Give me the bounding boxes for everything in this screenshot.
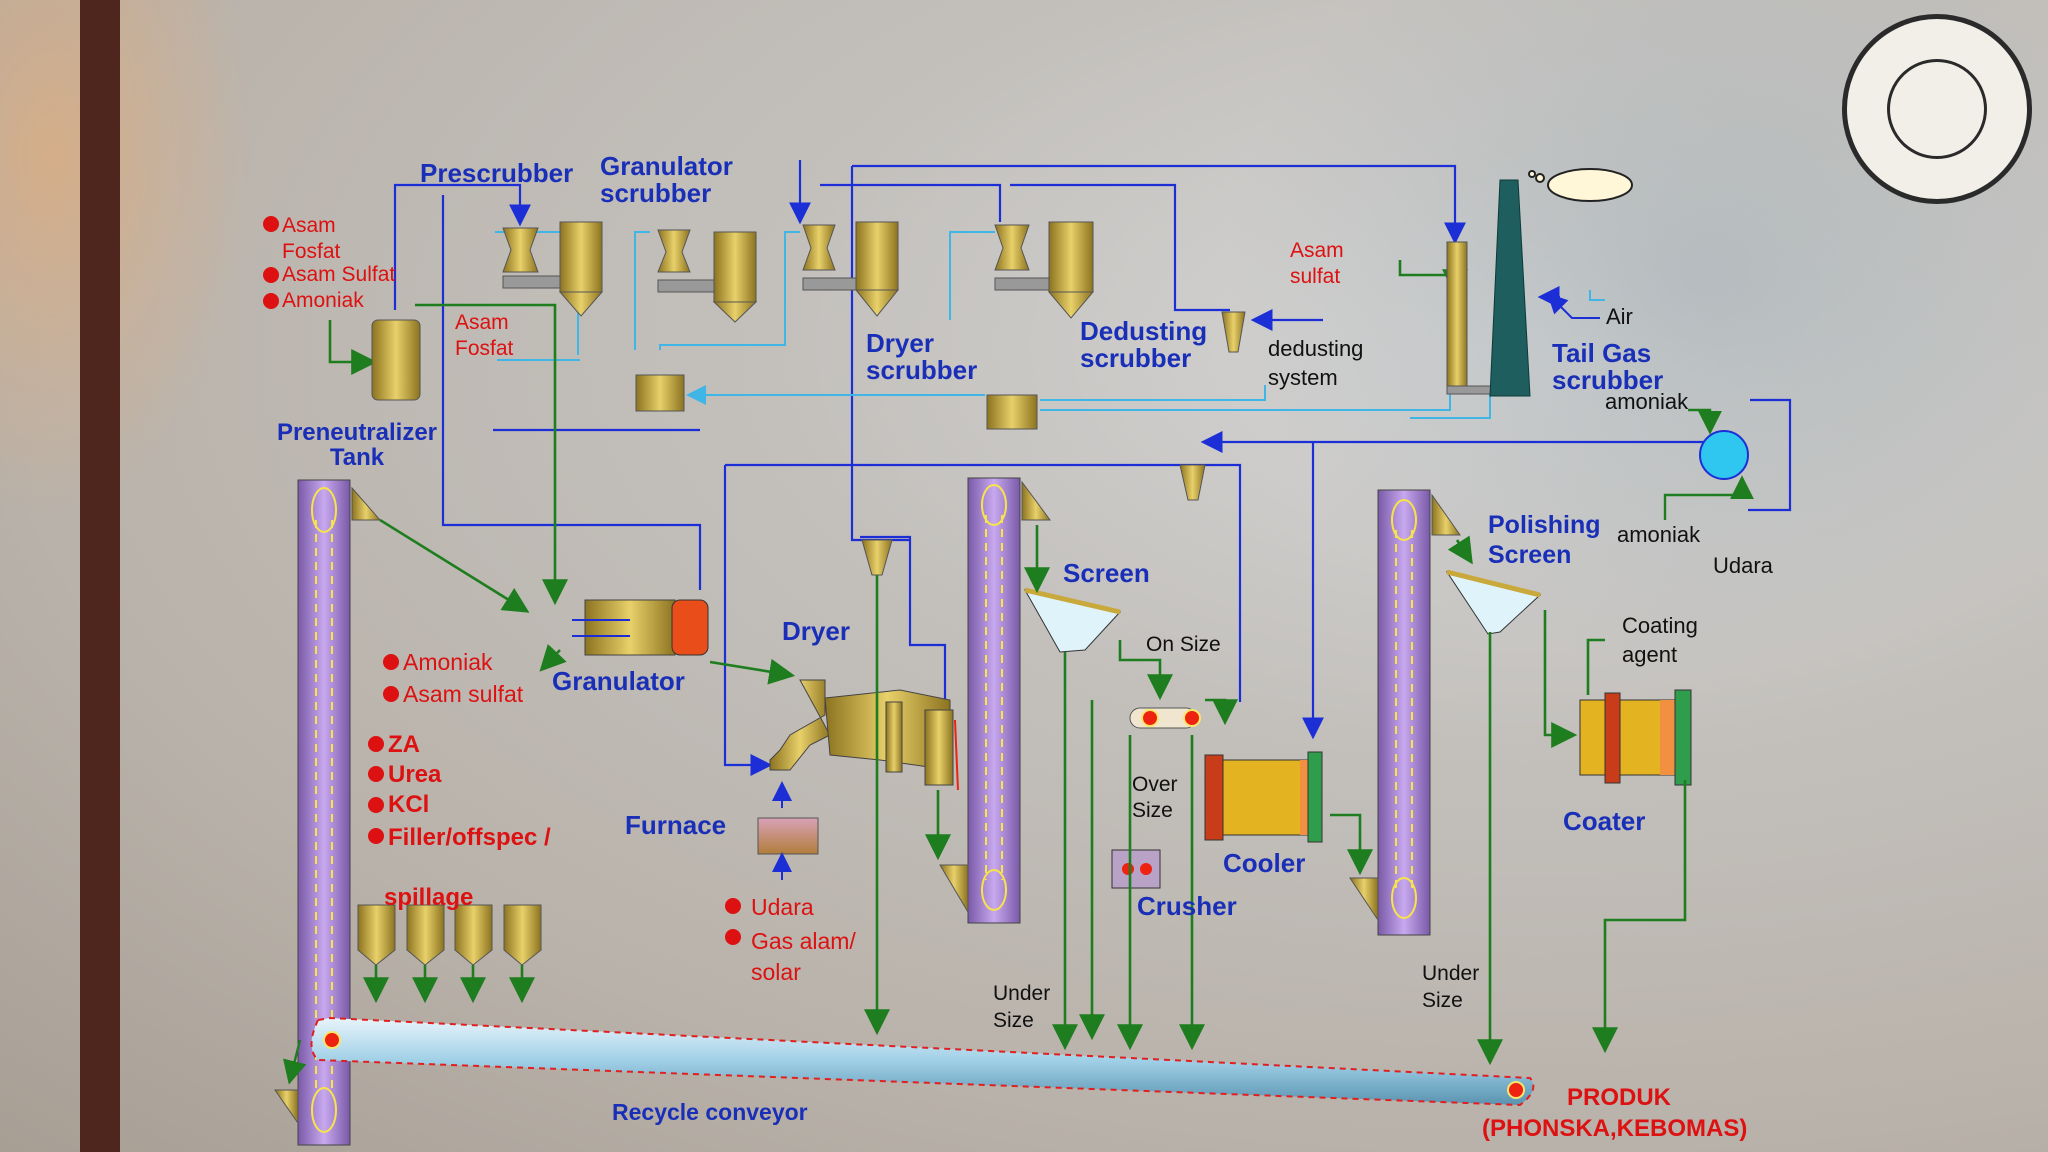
chimney-icon [1489, 179, 1531, 397]
tail-gas-scrubber-unit [1446, 179, 1531, 397]
cooler-label: Cooler [1223, 848, 1306, 878]
granulator-scrubber-unit [657, 229, 758, 323]
amoniak-top-label: amoniak [1605, 389, 1689, 414]
feed-amoniak-label: Amoniak [282, 289, 364, 312]
dryer-label: Dryer [782, 616, 850, 646]
under-size-label: Under Size [993, 982, 1051, 1033]
screen-label: Screen [1063, 558, 1150, 588]
dryer-icon [769, 679, 959, 791]
raw-filler-label: Filler/offspec / [388, 824, 551, 851]
over-size-label: Over Size [1132, 773, 1178, 823]
raw-kcl-label: KCl [388, 791, 430, 818]
recycle-conveyor-icon [274, 1016, 1535, 1125]
cloud-icon [1528, 168, 1633, 202]
preneutralizer-tank-icon [371, 319, 421, 401]
raw-urea-label: Urea [388, 761, 442, 788]
udara-right-label: Udara [1713, 553, 1773, 578]
tail-gas-scrubber-label: Tail Gas scrubber [1552, 338, 1664, 396]
coating-agent-label: Coating agent [1622, 613, 1698, 667]
on-size-label: On Size [1146, 633, 1221, 656]
crusher-icon [1111, 849, 1161, 889]
granulator-icon [572, 599, 709, 656]
prescrubber-label: Prescrubber [420, 158, 574, 188]
raw-za-label: ZA [388, 731, 420, 758]
polishing-screen-icon [1445, 569, 1542, 635]
dedusting-scrubber-label: Dedusting scrubber [1080, 316, 1208, 374]
recycle-conveyor-label: Recycle conveyor [612, 1099, 808, 1125]
dedusting-scrubber-unit [994, 221, 1095, 319]
dedusting-system-label: dedusting system [1268, 336, 1364, 390]
granulator-amoniak-label: Amoniak [403, 649, 493, 675]
elevator-icon [1349, 489, 1461, 936]
hopper-icon [1179, 464, 1206, 501]
feed-asam-sulfat-label: Asam Sulfat [282, 263, 396, 286]
circulation-tank [635, 374, 685, 412]
air-label: Air [1606, 304, 1633, 329]
cooler-icon [1204, 751, 1323, 843]
elevator-icon [939, 477, 1051, 924]
logo-seal-icon [1842, 14, 2032, 204]
granulator-label: Granulator [552, 666, 685, 696]
dryer-scrubber-unit [802, 221, 900, 317]
circulation-tank [986, 394, 1038, 430]
furnace-label: Furnace [625, 810, 727, 840]
elevator-icon [297, 479, 382, 1146]
ammonia-vessel [1699, 430, 1749, 480]
screen-icon [1024, 587, 1121, 653]
asam-fosfat-tank-label: Asam Fosfat [455, 311, 514, 361]
prescrubber-unit [502, 221, 604, 317]
dedusting-hopper-icon [1221, 311, 1246, 353]
feed-markers [263, 216, 741, 945]
asam-sulfat-top-label: Asam sulfat [1290, 239, 1344, 289]
under-size-label: Under Size [1422, 962, 1480, 1013]
dryer-scrubber-label: Dryer scrubber [866, 328, 978, 386]
background-glow [0, 0, 260, 520]
granulator-scrubber-label: Granulator scrubber [600, 151, 733, 209]
raw-spillage-label: spillage [384, 884, 474, 911]
feed-asam-fosfat-label: Asam Fosfat [282, 214, 341, 264]
slide-left-bar [80, 0, 120, 1152]
hopper-icon [861, 539, 893, 576]
produk-sub-label: (PHONSKA,KEBOMAS) [1482, 1115, 1748, 1142]
coater-icon [1579, 689, 1692, 786]
furnace-gas-label: Gas alam/ solar [751, 928, 856, 986]
furnace-udara-label: Udara [751, 894, 814, 920]
polishing-screen-label: Polishing Screen [1488, 511, 1601, 569]
granulator-asam-sulfat-label: Asam sulfat [403, 681, 524, 707]
small-conveyor-icon [1129, 707, 1201, 729]
coater-label: Coater [1563, 806, 1646, 836]
furnace-icon [757, 817, 819, 855]
amoniak-mid-label: amoniak [1617, 522, 1701, 547]
preneutralizer-tank-label: Preneutralizer Tank [276, 419, 438, 472]
produk-label: PRODUK [1567, 1084, 1672, 1111]
raw-material-bins [357, 904, 542, 966]
crusher-label: Crusher [1137, 891, 1237, 921]
